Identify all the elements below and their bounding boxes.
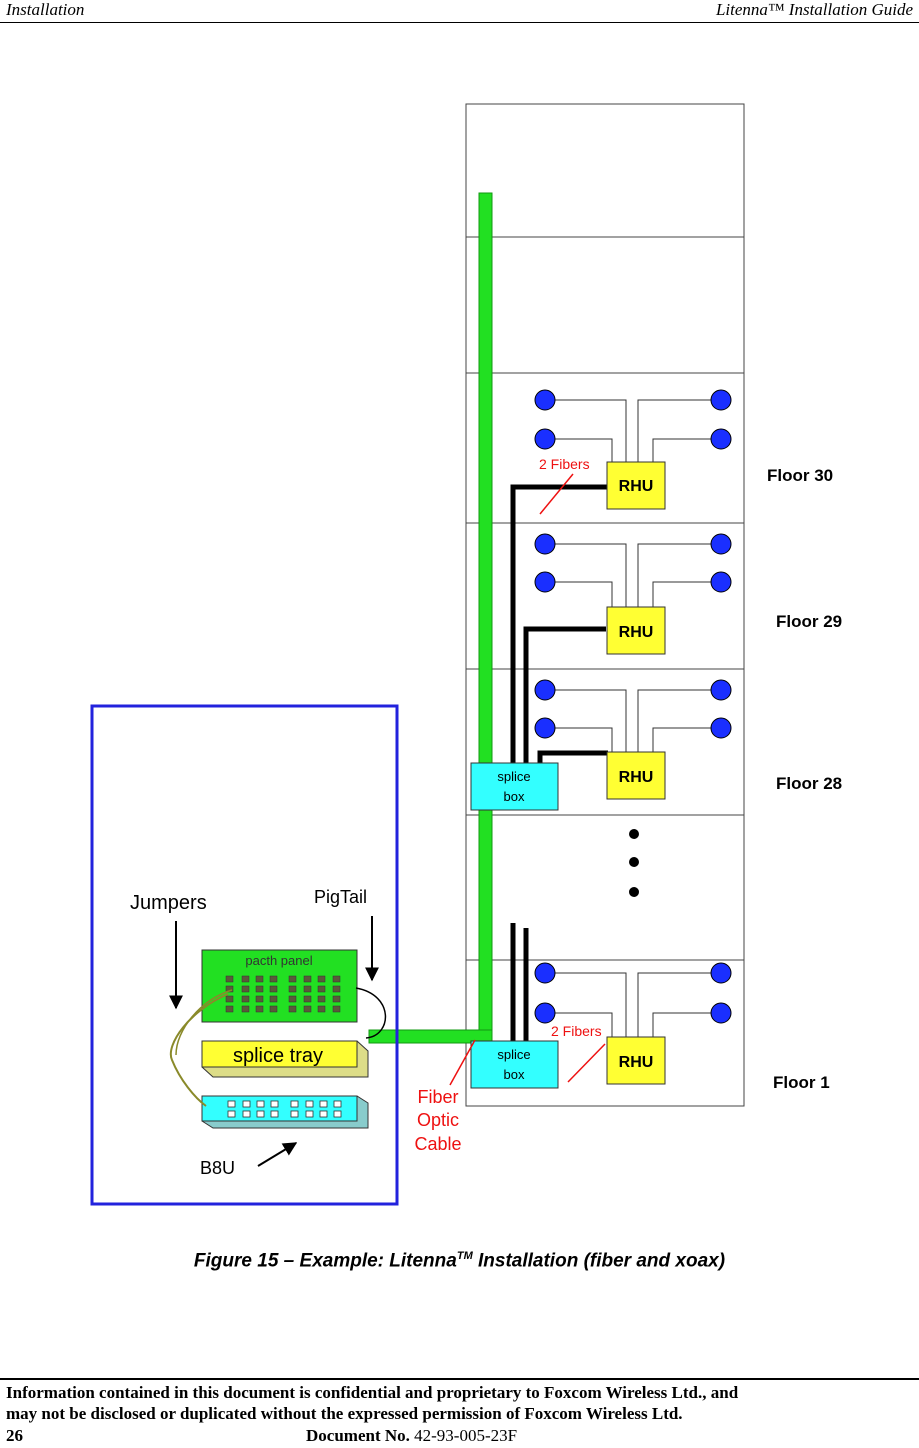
antenna-icon bbox=[534, 428, 556, 450]
antenna-icon bbox=[534, 717, 556, 739]
page-number: 26 bbox=[6, 1426, 23, 1445]
floor-label: Floor 28 bbox=[776, 774, 842, 793]
antennas bbox=[534, 389, 732, 1024]
rhu-label: RHU bbox=[619, 769, 654, 786]
patch-panel-ports bbox=[225, 975, 341, 1013]
rhu-floor-29: RHU bbox=[606, 606, 666, 655]
footer-confidential-line-2: may not be disclosed or duplicated witho… bbox=[6, 1404, 683, 1423]
antenna-icon bbox=[710, 571, 732, 593]
antenna-icon bbox=[534, 571, 556, 593]
b8u-label: B8U bbox=[200, 1158, 235, 1178]
fiber-optic-cable-line: Fiber bbox=[417, 1087, 458, 1107]
b8u-unit bbox=[201, 1095, 369, 1129]
rhu-label: RHU bbox=[619, 478, 654, 495]
figure-caption: Figure 15 – Example: LitennaTM Installat… bbox=[193, 1250, 726, 1272]
antenna-icon bbox=[534, 533, 556, 555]
floor-label: Floor 30 bbox=[767, 466, 833, 485]
rhu-label: RHU bbox=[619, 1054, 654, 1071]
jumper-cable bbox=[169, 993, 229, 1107]
antenna-icon bbox=[534, 962, 556, 984]
antenna-cabling bbox=[555, 399, 721, 1037]
equipment-rack bbox=[90, 704, 399, 1206]
pigtail-label: PigTail bbox=[314, 887, 367, 907]
coax-upper bbox=[510, 484, 611, 765]
fiber-count-label: 2 Fibers bbox=[551, 1023, 602, 1039]
coax-lower bbox=[510, 923, 529, 1043]
installation-diagram: RHU RHU RHU RHU splice box splice box 2 … bbox=[90, 103, 842, 1206]
splice-box-label-line1: splice bbox=[497, 769, 530, 784]
header-section-title: Installation bbox=[6, 0, 85, 19]
antenna-icon bbox=[710, 428, 732, 450]
splice-box-upper: splice box bbox=[470, 762, 559, 811]
pigtail-cable bbox=[355, 987, 387, 1039]
antenna-icon bbox=[710, 962, 732, 984]
patch-panel-label: pacth panel bbox=[245, 953, 312, 968]
floor-label: Floor 29 bbox=[776, 612, 842, 631]
fiber-count-marker bbox=[539, 473, 574, 515]
fiber-optic-cable-marker bbox=[449, 1039, 476, 1086]
antenna-icon bbox=[710, 1002, 732, 1024]
footer-confidential-line-1: Information contained in this document i… bbox=[6, 1383, 739, 1402]
fiber-optic-cable-line: Cable bbox=[414, 1134, 461, 1154]
antenna-icon bbox=[534, 389, 556, 411]
jumper-cable bbox=[175, 989, 233, 1056]
header-rule bbox=[0, 22, 919, 23]
floor-ellipsis bbox=[629, 829, 639, 897]
fiber-count-marker bbox=[567, 1043, 606, 1083]
splice-tray-label: splice tray bbox=[233, 1045, 323, 1067]
splice-box-lower: splice box bbox=[470, 1040, 559, 1089]
building-outline bbox=[465, 103, 745, 1107]
building bbox=[465, 103, 745, 1107]
rhu-floor-30: RHU bbox=[606, 461, 666, 510]
jumpers-label: Jumpers bbox=[130, 892, 207, 914]
fiber-horizontal bbox=[368, 1029, 493, 1044]
b8u-ports bbox=[227, 1100, 342, 1118]
antenna-icon bbox=[710, 389, 732, 411]
floor-label: Floor 1 bbox=[773, 1073, 830, 1092]
document-number: Document No. 42-93-005-23F bbox=[306, 1426, 518, 1445]
antenna-icon bbox=[710, 717, 732, 739]
patch-panel: pacth panel bbox=[201, 949, 358, 1023]
antenna-icon bbox=[710, 679, 732, 701]
splice-box-label-line1: splice bbox=[497, 1047, 530, 1062]
fiber-optic-cable-label: Fiber Optic Cable bbox=[414, 1087, 461, 1154]
fiber-optic-cable-line: Optic bbox=[417, 1110, 459, 1130]
antenna-icon bbox=[534, 679, 556, 701]
antenna-icon bbox=[710, 533, 732, 555]
rhu-floor-1: RHU bbox=[606, 1036, 666, 1085]
header-document-title: Litenna™ Installation Guide bbox=[715, 0, 913, 19]
fiber-count-label: 2 Fibers bbox=[539, 456, 590, 472]
fiber-riser bbox=[478, 192, 493, 1044]
antenna-icon bbox=[534, 1002, 556, 1024]
b8u-arrow bbox=[257, 1142, 298, 1167]
rhu-label: RHU bbox=[619, 624, 654, 641]
splice-tray: splice tray bbox=[201, 1040, 369, 1078]
rhu-floor-28: RHU bbox=[606, 751, 666, 800]
splice-box-label-line2: box bbox=[504, 789, 525, 804]
splice-box-label-line2: box bbox=[504, 1067, 525, 1082]
footer-rule bbox=[0, 1378, 919, 1380]
